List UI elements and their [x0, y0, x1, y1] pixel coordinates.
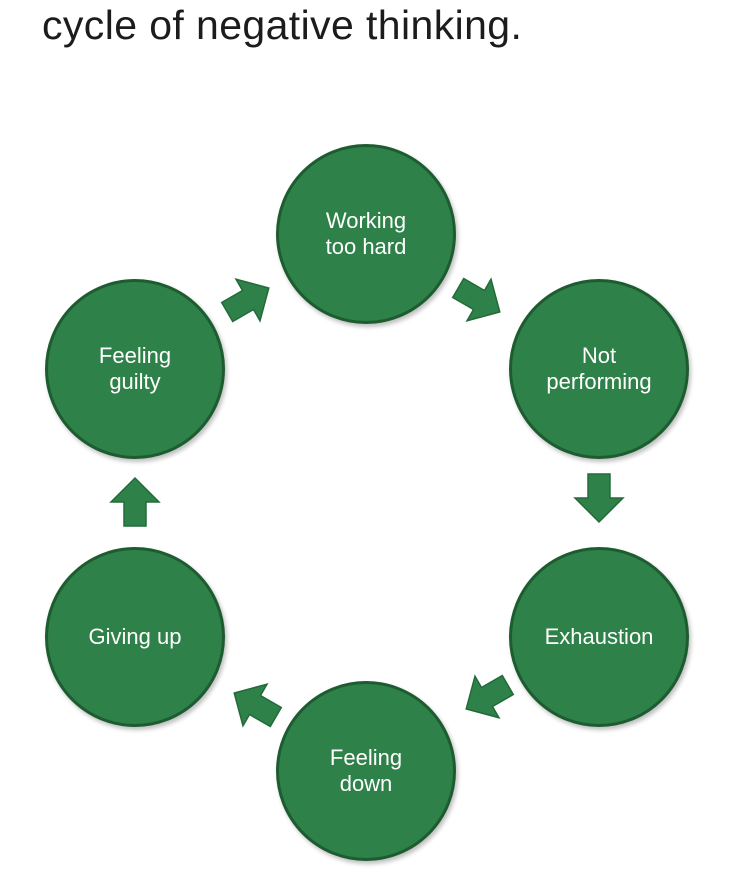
cycle-node-label: Feeling down [329, 745, 403, 796]
cycle-node-giving-up: Giving up [45, 547, 225, 727]
cycle-node-label: Working too hard [325, 208, 407, 259]
cycle-arrow-icon [107, 474, 163, 530]
cycle-node-label: Giving up [88, 624, 182, 649]
cycle-node-working-too-hard: Working too hard [276, 144, 456, 324]
cycle-node-not-performing: Not performing [509, 279, 689, 459]
cycle-arrow-icon [217, 667, 293, 743]
cycle-arrow-icon [571, 470, 627, 526]
cycle-arrow-icon [449, 659, 525, 735]
cycle-node-label: Exhaustion [544, 624, 654, 649]
page-heading: cycle of negative thinking. [42, 2, 523, 48]
cycle-node-label: Feeling guilty [98, 343, 172, 394]
cycle-node-exhaustion: Exhaustion [509, 547, 689, 727]
cycle-node-feeling-down: Feeling down [276, 681, 456, 861]
cycle-node-feeling-guilty: Feeling guilty [45, 279, 225, 459]
cycle-node-label: Not performing [546, 343, 652, 394]
cycle-arrow-icon [210, 262, 286, 338]
cycle-arrow-icon [441, 262, 517, 338]
